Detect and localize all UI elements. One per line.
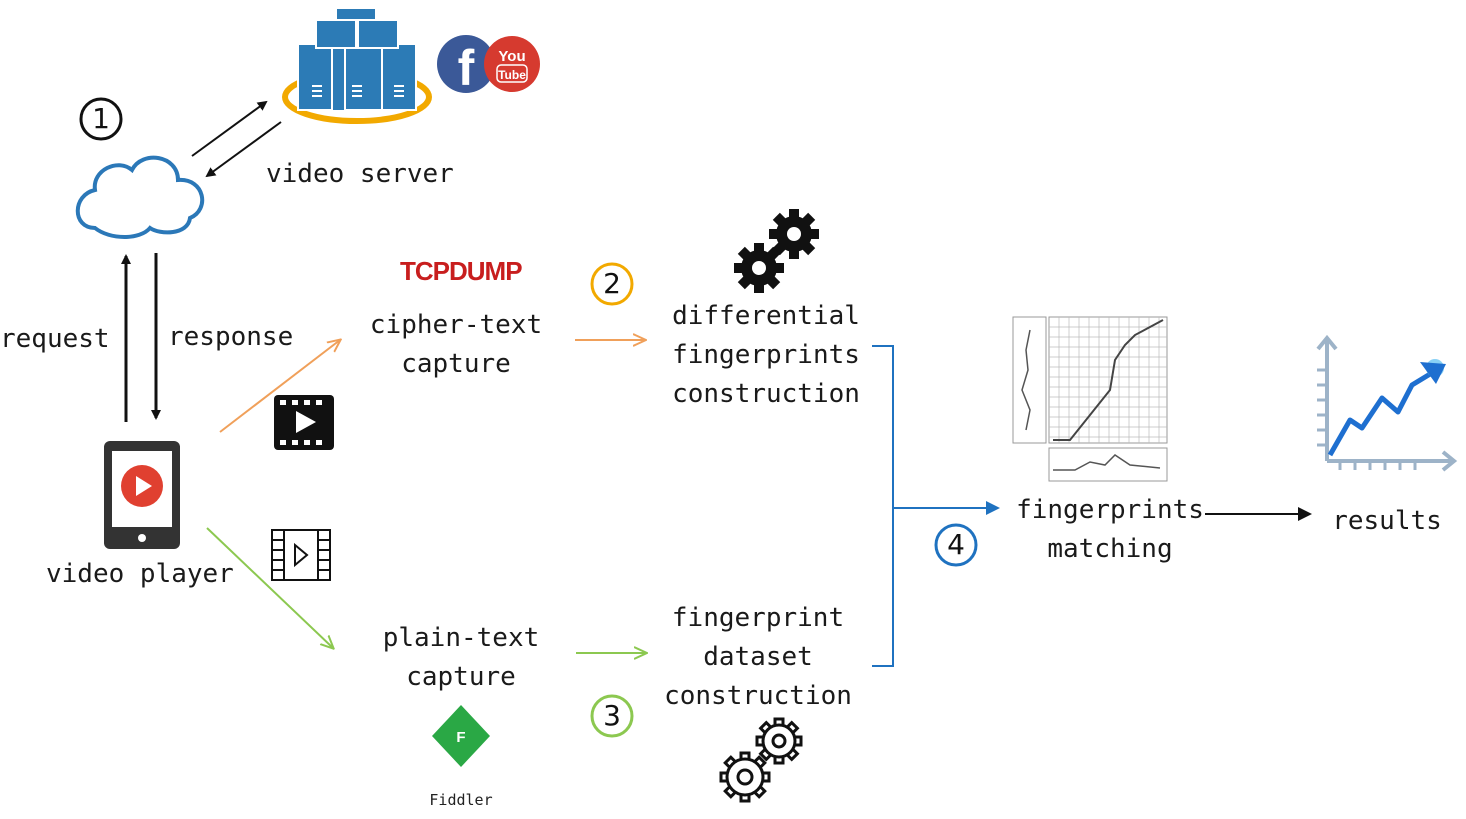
dataset-line1: fingerprint [671, 603, 845, 633]
dtw-chart-icon [1012, 316, 1168, 482]
facebook-logo-letter: f [458, 40, 475, 96]
step4-number: 4 [947, 528, 965, 561]
cipher-capture-line2: capture [401, 349, 511, 379]
differential-line1: differential [672, 301, 860, 331]
gears-icon-bottom [719, 717, 803, 803]
step2-number: 2 [603, 267, 621, 300]
step1-circle [79, 97, 123, 141]
video-player-label: video player [46, 559, 234, 589]
differential-line2: fingerprints [672, 340, 860, 370]
youtube-logo-text-top: You [498, 48, 525, 65]
cipher-capture-line1: cipher-text [369, 310, 543, 340]
film-strip-icon [271, 529, 331, 581]
step2-circle [590, 262, 634, 306]
step1-number: 1 [92, 102, 110, 135]
tablet-play-icon [104, 441, 180, 549]
step3-circle [590, 694, 634, 738]
results-chart-icon [1316, 334, 1458, 472]
arrow-server-to-cloud [205, 121, 282, 178]
facebook-icon: f [437, 35, 495, 96]
differential-line3: construction [672, 379, 860, 409]
request-label: request [0, 324, 110, 354]
matching-line1: fingerprints [1016, 495, 1204, 525]
gears-icon-top [734, 209, 819, 293]
arrow-to-plain-capture [206, 527, 333, 648]
response-label: response [168, 322, 294, 352]
video-server-label: video server [266, 159, 454, 189]
plain-capture-line1: plain-text [382, 623, 540, 653]
video-film-icon [274, 395, 334, 450]
dataset-line2: dataset [703, 642, 813, 672]
cloud-icon [75, 155, 205, 239]
youtube-icon: You Tube [484, 36, 540, 92]
server-icon [282, 7, 432, 124]
youtube-logo-text-bottom: Tube [498, 68, 526, 82]
merge-bracket [872, 345, 1000, 667]
tcpdump-logo: TCPDUMP [400, 256, 523, 286]
step4-circle [934, 523, 978, 567]
dataset-line3: construction [664, 681, 852, 711]
arrow-to-cipher-capture [219, 340, 340, 433]
plain-capture-line2: capture [406, 662, 516, 692]
step3-number: 3 [603, 699, 621, 732]
fiddler-label: Fiddler [429, 791, 493, 809]
results-label: results [1332, 506, 1442, 536]
fiddler-logo: F [432, 705, 490, 767]
fiddler-logo-letter: F [456, 729, 465, 746]
arrow-cloud-to-server [191, 100, 268, 157]
matching-line2: matching [1047, 534, 1173, 564]
